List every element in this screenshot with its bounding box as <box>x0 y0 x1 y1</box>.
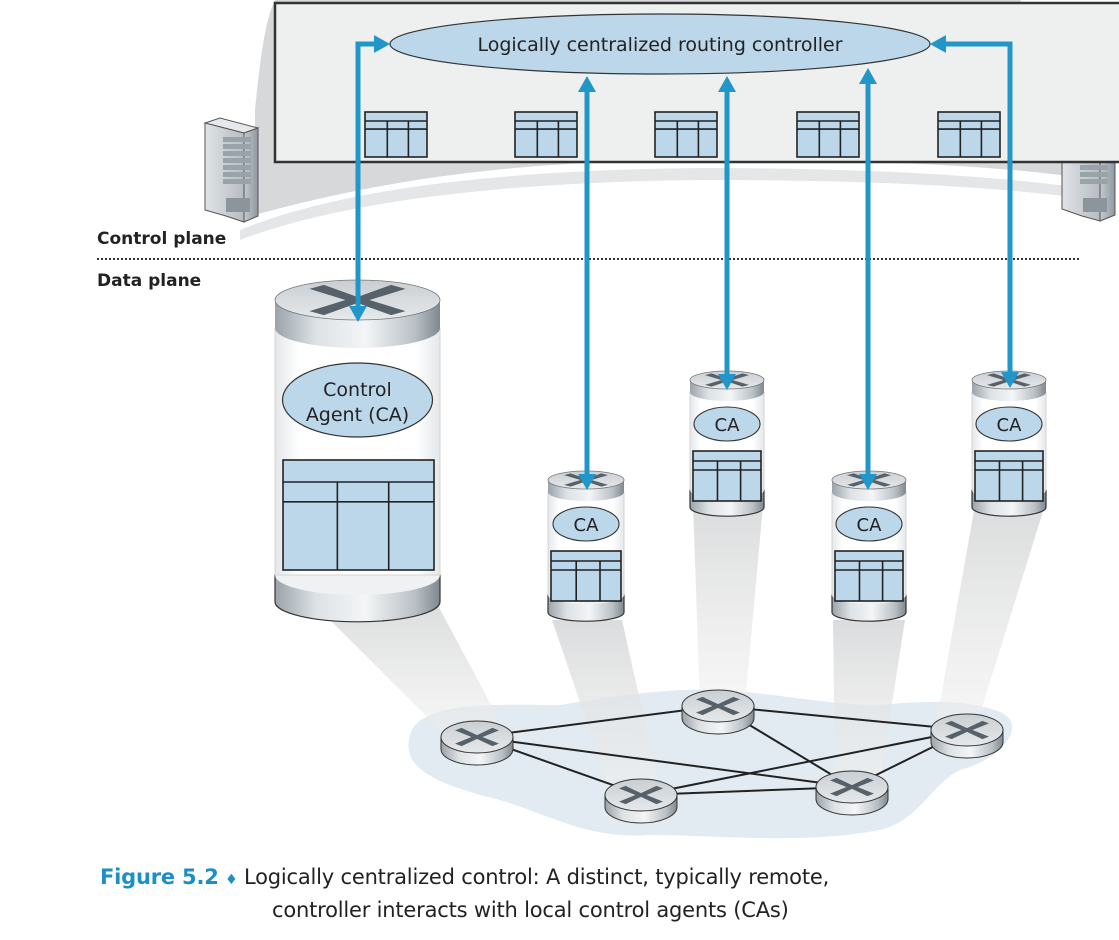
control-agent-label-line2: Agent (CA) <box>306 404 409 426</box>
controller-table <box>796 111 860 158</box>
control-agent-label-line1: Control <box>323 379 392 401</box>
arrow-controller-to-main-agent <box>349 35 390 322</box>
router-agent-ca2: CA <box>689 370 765 517</box>
router-icon <box>440 720 514 766</box>
agent-flow-table <box>834 550 904 602</box>
ca-ellipse <box>975 406 1043 442</box>
caption-line-2: controller interacts with local control … <box>272 898 789 922</box>
agent-flow-table <box>550 550 622 602</box>
agent-flow-table <box>974 450 1044 502</box>
arrow-controller-to-ca4 <box>930 35 1019 388</box>
ca-label: CA <box>997 415 1023 436</box>
ca-label: CA <box>574 515 600 536</box>
ca-ellipse <box>693 406 761 442</box>
network-link <box>476 705 719 738</box>
router-icon <box>604 778 678 824</box>
control-arrows <box>349 35 1019 490</box>
server-icon-left <box>203 117 260 223</box>
controller-table <box>937 111 1001 158</box>
network-link <box>476 736 853 788</box>
caption-line-1: Logically centralized control: A distinc… <box>243 865 830 889</box>
ca-label: CA <box>857 515 883 536</box>
controller-table <box>654 111 718 158</box>
data-plane-label: Data plane <box>97 271 202 291</box>
router-agent-ca1: CA <box>547 470 625 622</box>
figure-separator: ♦ <box>225 872 238 888</box>
arrow-controller-to-ca2 <box>718 76 736 390</box>
router-icon <box>930 713 1004 759</box>
router-icon <box>815 770 889 816</box>
control-agent-ellipse <box>281 362 434 438</box>
control-plane-label: Control plane <box>97 229 227 249</box>
arrow-controller-to-ca1 <box>578 76 596 490</box>
router-agent-ca4: CA <box>971 370 1047 517</box>
router-agent-ca3: CA <box>831 470 907 622</box>
agent-flow-table <box>692 450 762 502</box>
projection-beams <box>310 505 1045 790</box>
ca-ellipse <box>552 506 620 542</box>
network-routers <box>440 689 1004 824</box>
figure-number: Figure 5.2 <box>100 865 219 889</box>
arrow-controller-to-ca3 <box>859 68 877 490</box>
router-icon <box>681 689 755 735</box>
controller-table <box>514 111 578 158</box>
agent-flow-table <box>282 459 435 571</box>
network-link <box>640 729 968 796</box>
figure-caption: Figure 5.2 ♦ Logically centralized contr… <box>100 862 829 925</box>
network-link <box>717 705 968 731</box>
controller-flow-tables <box>364 111 1001 158</box>
controller-table <box>364 111 428 158</box>
ca-label: CA <box>715 415 741 436</box>
controller-label: Logically centralized routing controller <box>477 34 842 56</box>
ca-ellipse <box>835 506 903 542</box>
